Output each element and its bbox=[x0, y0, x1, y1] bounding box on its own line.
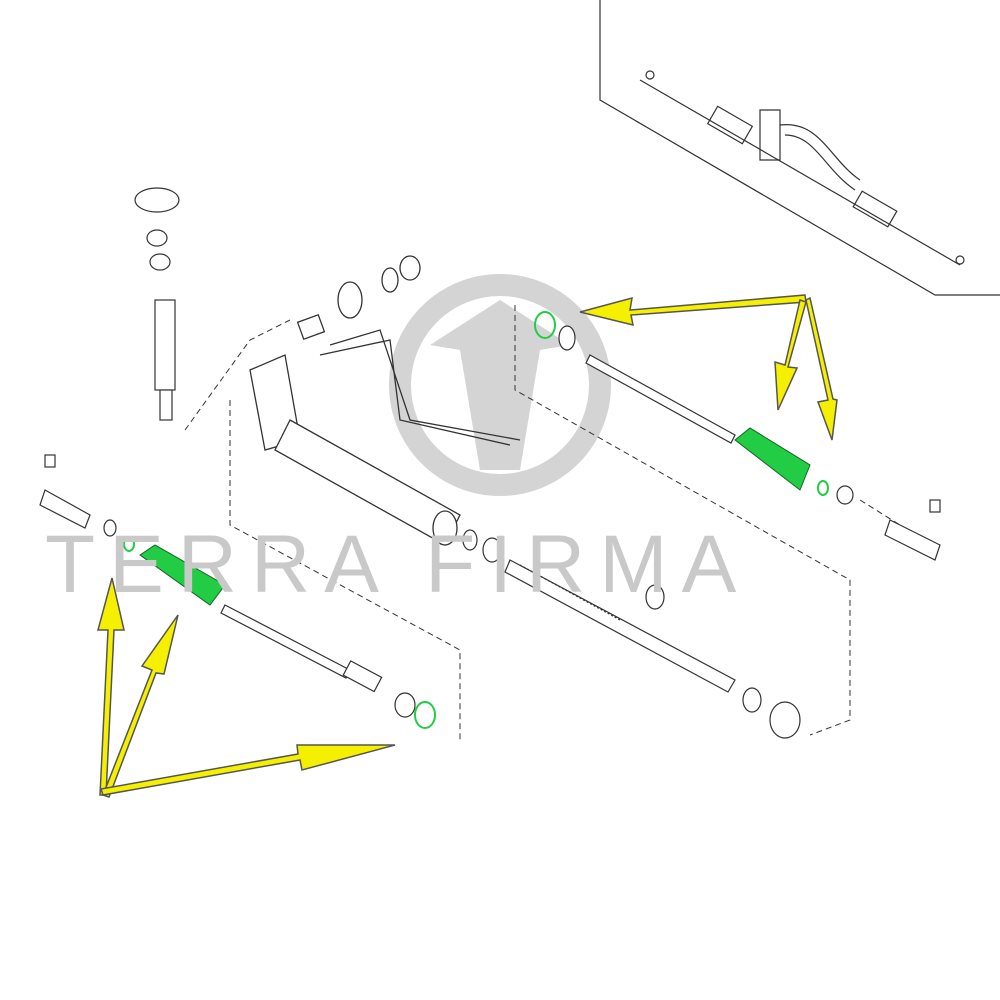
boot-clamps bbox=[123, 311, 829, 729]
left-tie-rod bbox=[39, 454, 416, 718]
inset-overview bbox=[599, 0, 1000, 296]
right-tie-rod bbox=[558, 325, 941, 561]
rack-housing bbox=[249, 255, 521, 546]
boot-clamp-right-inner bbox=[534, 311, 556, 339]
boot-clamp-left-outer bbox=[123, 536, 135, 552]
boot-clamp-right-outer bbox=[817, 480, 829, 496]
boot-right bbox=[734, 427, 811, 491]
highlight-arrows bbox=[97, 294, 838, 798]
arrow-icon bbox=[579, 294, 838, 441]
assembly-guide-lines bbox=[184, 305, 901, 740]
watermark-logo bbox=[389, 274, 611, 496]
boot-clamp-left-inner bbox=[414, 701, 436, 729]
pinion-shaft bbox=[134, 187, 180, 421]
arrow-icon bbox=[97, 577, 396, 798]
watermark-text: TERRA FIRMA bbox=[45, 519, 750, 610]
boot-left bbox=[139, 544, 226, 606]
rack-bar bbox=[462, 529, 801, 739]
